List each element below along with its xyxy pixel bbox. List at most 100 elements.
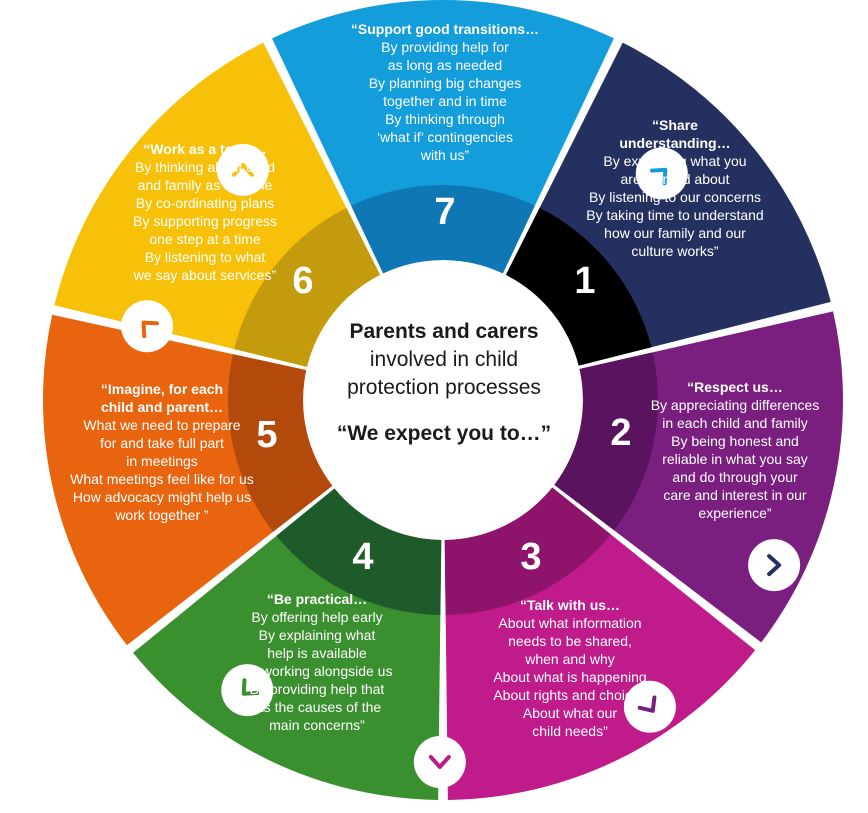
segment-6-line: By thinking about child <box>134 159 276 175</box>
center-title-line1: Parents and carers <box>349 320 539 343</box>
segment-5-line: work together ” <box>115 507 209 523</box>
chevron-icon <box>121 300 174 353</box>
segment-4-line: By providing help that <box>249 681 385 697</box>
segment-7-line: as long as needed <box>387 57 503 73</box>
segment-6-line: and family as a whole <box>137 177 273 193</box>
chevron-badge <box>221 664 274 717</box>
segment-4-line: By offering help early <box>251 609 383 625</box>
chevron-stroke <box>428 754 451 769</box>
segment-5-line: What meetings feel like for us <box>70 471 254 487</box>
segment-1-inner-band <box>505 207 652 366</box>
segment-5-line: What we need to prepare <box>83 417 241 433</box>
chevron-stroke <box>649 167 668 186</box>
segment-7-number: 7 <box>434 191 456 233</box>
segment-7-line: together and in time <box>383 93 507 109</box>
segment-7-line: By thinking through <box>385 111 505 127</box>
segment-1-title: understanding… <box>619 135 731 151</box>
segment-3-title: “Talk with us… <box>519 597 621 613</box>
segment-6-line: By supporting progress <box>133 213 277 229</box>
segment-6-line: By listening to what <box>144 249 266 265</box>
segment-4-text: “Be practical… By offering help early By… <box>222 590 412 734</box>
segment-7-title: “Support good transitions… <box>350 21 540 37</box>
segment-2-inner-band <box>554 352 658 531</box>
segment-7-text: “Support good transitions… By providing … <box>330 20 560 164</box>
chevron-icon <box>216 143 269 196</box>
segment-3-line: About what is happening <box>493 669 647 685</box>
segment-1-number: 1 <box>574 260 596 302</box>
segment-7-line: ‘what if’ contingencies <box>377 129 513 145</box>
segment-4-inner-band <box>276 488 442 615</box>
segment-1-text: “Share understanding… By explaining what… <box>565 116 785 260</box>
segment-3-line: when and why <box>525 651 615 667</box>
segment-2-line: experience” <box>698 505 772 521</box>
segment-1-line: are worried about <box>620 171 730 187</box>
segment-1-line: how our family and our <box>604 225 746 241</box>
segment-3-line: needs to be shared, <box>508 633 632 649</box>
chevron-badge <box>121 300 174 353</box>
segment-4-line: fits the causes of the <box>252 699 382 715</box>
segment-5-text: “Imagine, for each child and parent… Wha… <box>52 380 272 524</box>
chevron-icon <box>413 735 466 788</box>
segment-6-line: we say about services” <box>133 267 277 283</box>
chevron-stroke <box>637 695 657 713</box>
chevron-stroke <box>231 162 254 177</box>
segment-7-line: By planning big changes <box>368 75 522 91</box>
chevron-icon <box>748 539 801 592</box>
segment-6-line: one step at a time <box>149 231 261 247</box>
segment-2-number: 2 <box>610 412 632 454</box>
segment-4-number: 4 <box>352 536 374 578</box>
segment-4-title: “Be practical… <box>266 591 368 607</box>
segment-4-line: main concerns” <box>269 717 365 733</box>
segment-5-line: for and take full part <box>100 435 224 451</box>
segment-3-line: child needs” <box>532 723 608 739</box>
segment-1-line: culture works” <box>631 243 719 259</box>
segment-7-line: with us” <box>420 147 470 163</box>
chevron-icon <box>635 147 688 200</box>
segment-1-title: “Share <box>652 117 698 133</box>
segment-2-line: care and interest in our <box>663 487 807 503</box>
chevron-badge <box>635 147 688 200</box>
segment-2-line: reliable in what you say <box>662 451 808 467</box>
chevron-stroke <box>241 678 260 696</box>
segment-1-line: By explaining what you <box>603 153 747 169</box>
segment-6-text: “Work as a team… By thinking about child… <box>100 140 310 284</box>
segment-4-line: By explaining what <box>258 627 376 643</box>
segment-3-line: About rights and choices <box>493 687 647 703</box>
segment-2-line: and do through your <box>672 469 798 485</box>
chevron-stroke <box>767 554 782 577</box>
segment-7-inner-band <box>351 184 535 274</box>
segment-2-title: “Respect us… <box>687 379 783 395</box>
chevron-icon <box>623 680 676 733</box>
chevron-badge <box>623 680 676 733</box>
center-title-line2: involved in child <box>369 348 519 371</box>
chevron-badge <box>748 539 801 592</box>
segment-5-line: How advocacy might help us <box>72 489 252 505</box>
segment-6-number: 6 <box>292 260 314 302</box>
segment-3-line: About what information <box>498 615 642 631</box>
chevron-stroke <box>141 320 159 339</box>
segment-5-title: “Imagine, for each <box>100 381 224 397</box>
segment-2-text: “Respect us… By appreciating differences… <box>630 378 840 522</box>
segment-5-inner-band <box>227 354 333 532</box>
segment-6-line: By co-ordinating plans <box>135 195 275 211</box>
segment-5-line: in meetings <box>126 453 198 469</box>
segment-3-inner-band <box>444 487 611 615</box>
segment-4-line: help is available <box>267 645 367 661</box>
wheel-chevrons <box>121 143 801 788</box>
segment-3-line: About what our <box>522 705 618 721</box>
segment-6-inner-band <box>234 207 381 367</box>
center-disc <box>305 262 581 538</box>
center-title-line3: protection processes <box>347 376 541 399</box>
segment-3-number: 3 <box>520 536 542 578</box>
segment-2-line: in each child and family <box>662 415 808 431</box>
center-tagline: “We expect you to…” <box>336 422 552 445</box>
segment-6-title: “Work as a team… <box>143 141 267 157</box>
segment-1-line: By taking time to understand <box>586 207 764 223</box>
chevron-badge <box>413 735 466 788</box>
center-statement: Parents and carers involved in child pro… <box>314 318 574 448</box>
wheel-inner-bands <box>227 184 658 615</box>
segment-2-line: By being honest and <box>671 433 799 449</box>
segment-1-line: By listening to our concerns <box>589 189 761 205</box>
segment-5-number: 5 <box>256 414 278 456</box>
